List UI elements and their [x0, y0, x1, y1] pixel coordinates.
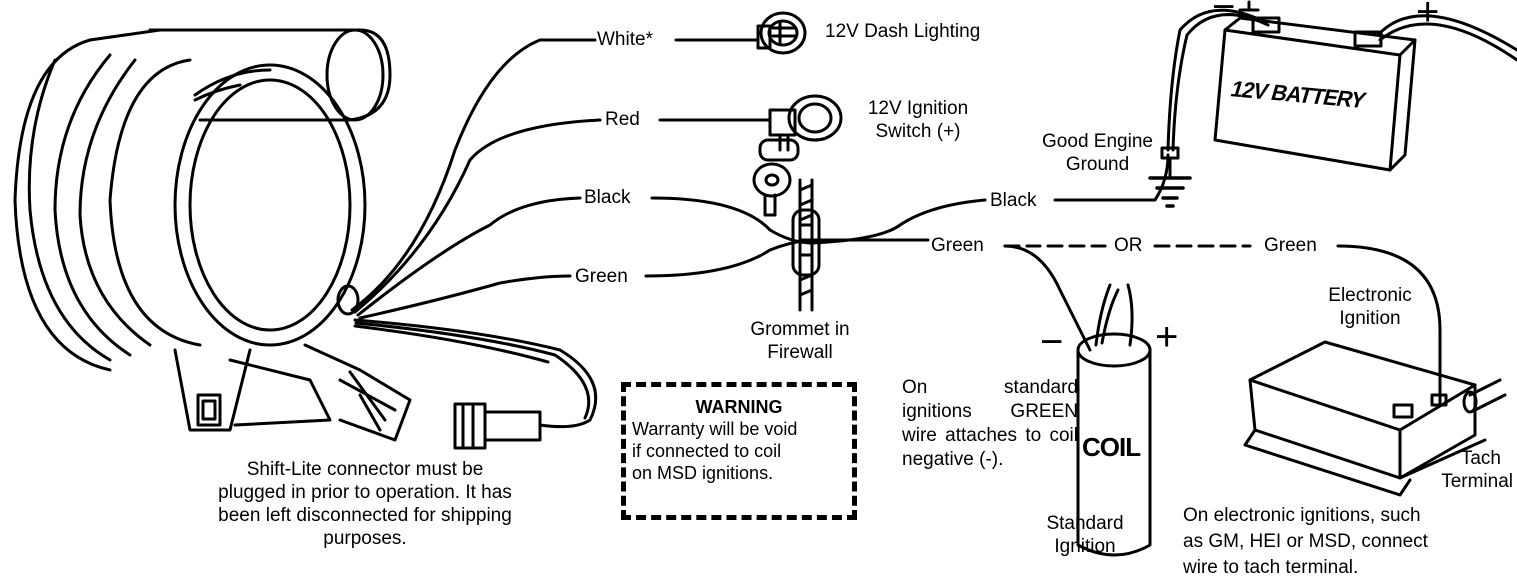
ground-label-line1: Good Engine: [1042, 131, 1153, 152]
shift-lite-note-line: purposes.: [323, 528, 407, 549]
electronic-ignition-label-line1: Electronic: [1328, 285, 1412, 306]
standard-ignition-label-line2: Ignition: [1054, 536, 1116, 557]
shift-lite-note-line: plugged in prior to operation. It has: [218, 482, 512, 503]
ground-label: Good Engine Ground: [1020, 130, 1175, 176]
wire-label-white: White*: [597, 28, 653, 51]
ignition-key-icon: [752, 138, 800, 217]
electronic-ignitions-note-line: wire to tach terminal.: [1183, 557, 1359, 578]
tach-terminal-label: Tach Terminal: [1405, 447, 1513, 493]
tach-terminal-label-line1: Tach: [1460, 448, 1501, 469]
warning-body-line: if connected to coil: [632, 441, 782, 461]
battery-plus-sign: +: [1416, 0, 1439, 34]
warning-title: WARNING: [695, 397, 783, 417]
engine-wires: [810, 153, 1442, 407]
shift-lite-note-line: been left disconnected for shipping: [218, 505, 512, 526]
ground-label-line2: Ground: [1065, 154, 1130, 175]
warning-box: WARNING Warranty will be void if connect…: [621, 382, 857, 520]
coil-label: COIL: [1082, 432, 1141, 462]
battery-icon: [1166, 0, 1517, 172]
tach-terminal-label-line2: Terminal: [1441, 471, 1513, 492]
ignition-switch-icon: [768, 94, 843, 152]
wire-label-green-tach: Green: [1264, 234, 1317, 257]
ignition-switch-label-line2: Switch (+): [875, 121, 961, 142]
dash-lighting-label: 12V Dash Lighting: [825, 21, 981, 42]
or-label: OR: [1114, 234, 1143, 257]
ignition-coil-icon: [1076, 283, 1152, 557]
grommet-label: Grommet in Firewall: [735, 318, 865, 364]
electronic-ignitions-note: On electronic ignitions, such as GM, HEI…: [1183, 503, 1513, 581]
shift-lite-note-line: Shift-Lite connector must be: [246, 459, 484, 480]
ground-symbol-icon: [1148, 146, 1192, 208]
firewall-grommet-icon: [791, 178, 821, 312]
wire-label-green-coil: Green: [931, 234, 984, 257]
tachometer-illustration: [13, 28, 412, 442]
electronic-ignition-module-icon: [1243, 340, 1507, 497]
wire-label-black-ground: Black: [990, 189, 1037, 212]
gauge-wires: [350, 38, 812, 450]
warning-body-line: Warranty will be void: [632, 419, 798, 439]
standard-ignition-label-line1: Standard: [1046, 513, 1124, 534]
wire-label-green: Green: [575, 265, 628, 288]
coil-plus-sign: +: [1155, 315, 1178, 359]
shift-lite-note: Shift-Lite connector must be plugged in …: [160, 458, 570, 550]
battery-minus-sign: −: [1212, 0, 1235, 29]
ignition-switch-label-line1: 12V Ignition: [867, 98, 969, 119]
wire-label-red: Red: [605, 108, 640, 131]
electronic-ignitions-note-line: as GM, HEI or MSD, connect: [1183, 531, 1428, 552]
warning-body-line: on MSD ignitions.: [632, 463, 774, 483]
standard-ignition-label: Standard Ignition: [1020, 512, 1150, 558]
standard-ignitions-note: On standard ignitions GREEN wire attache…: [902, 377, 1078, 470]
wire-label-black: Black: [584, 186, 631, 209]
ignition-switch-label: 12V Ignition Switch (+): [853, 97, 983, 143]
grommet-label-line2: Firewall: [767, 342, 833, 363]
grommet-label-line1: Grommet in: [750, 319, 850, 340]
dash-lamp-icon: [756, 11, 807, 55]
coil-minus-sign: −: [1040, 320, 1063, 364]
electronic-ignition-label-line2: Ignition: [1339, 308, 1401, 329]
electronic-ignition-label: Electronic Ignition: [1305, 284, 1435, 330]
electronic-ignitions-note-line: On electronic ignitions, such: [1183, 505, 1421, 526]
